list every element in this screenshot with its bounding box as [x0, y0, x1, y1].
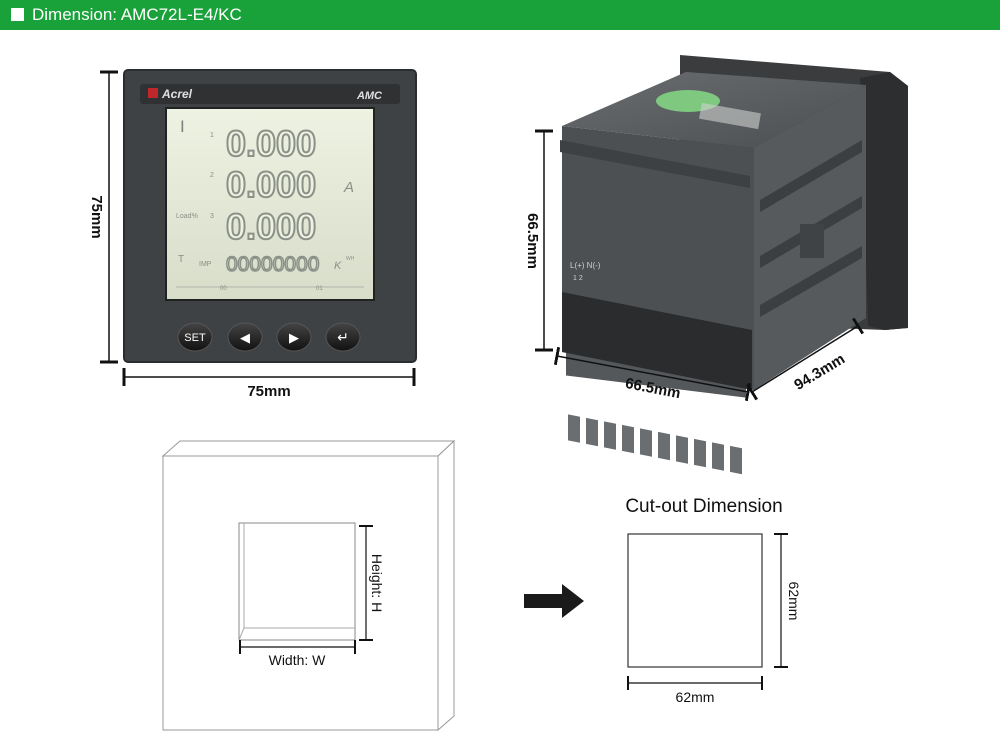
cutout-title: Cut-out Dimension [625, 496, 782, 517]
svg-text:IMP: IMP [199, 261, 212, 268]
unit-a: A [343, 179, 354, 196]
top-label-sticker [699, 102, 761, 130]
cutout-diagram: Cut-out Dimension 62mm 62mm [625, 496, 802, 705]
side-width-line [553, 346, 752, 402]
button-right[interactable]: ▶ [276, 322, 312, 352]
left-arrow-icon: ◀ [240, 330, 250, 345]
lcd-small-labels: Ⅰ 1 2 3 Load% T IMP [176, 119, 214, 268]
svg-text:3: 3 [210, 213, 214, 220]
unit-wh: WH [346, 256, 355, 262]
meter-brand-strip [140, 84, 400, 104]
unit-k: K [334, 260, 342, 272]
button-set[interactable]: SET [177, 322, 213, 352]
button-left[interactable]: ◀ [227, 322, 263, 352]
reading-line-3: 0.000 [226, 206, 316, 247]
panel-width-label: Width: W [269, 652, 327, 668]
svg-text:T: T [178, 254, 184, 265]
lcd-readings: 0.000 0.000 0.000 [225, 122, 317, 248]
panel-cutout-hole [238, 522, 356, 641]
cutout-height-label: 62mm [786, 582, 802, 621]
front-view: Acrel AMC Ⅰ 1 2 3 Load% T IMP 0.000 0.00… [88, 69, 417, 400]
header-square-icon [11, 8, 24, 21]
svg-text:Ⅰ: Ⅰ [180, 119, 185, 136]
brand-label: Acrel [161, 87, 193, 101]
header-bar: Dimension: AMC72L-E4/KC [0, 0, 1000, 30]
panel-diagram: Height: H Width: W [161, 439, 456, 732]
svg-text:Load%: Load% [176, 213, 198, 220]
reading-line-1: 0.000 [226, 123, 316, 164]
front-height-label: 75mm [88, 195, 105, 238]
enter-icon: ↵ [337, 329, 349, 345]
button-enter[interactable]: ↵ [325, 322, 361, 352]
reading-line-2: 0.000 [226, 164, 316, 205]
lcd-screen [165, 107, 375, 301]
terminal-screws [568, 414, 742, 475]
side-height-label: 66.5mm [524, 213, 541, 269]
right-arrow-icon: ▶ [289, 330, 299, 345]
page-title: Dimension: AMC72L-E4/KC [32, 5, 242, 24]
energy-reading: 00000000 [226, 253, 319, 276]
terminal-nums: 1 2 [573, 275, 583, 282]
button-set-label: SET [184, 332, 206, 344]
acrel-logo-icon [148, 88, 158, 98]
cutout-square [627, 533, 763, 668]
tariff-left: 00 [220, 286, 227, 292]
right-arrow-icon [524, 584, 584, 618]
meter-side-ribs [760, 140, 862, 317]
side-view: CE L(+) N(-) 1 2 66 [524, 55, 908, 475]
svg-text:1: 1 [210, 132, 214, 139]
side-depth-line [745, 317, 865, 401]
cutout-width-label: 62mm [676, 689, 715, 705]
front-width-label: 75mm [247, 383, 290, 400]
svg-text:2: 2 [210, 172, 214, 179]
terminal-text: L(+) N(-) [570, 261, 601, 270]
tariff-right: 01 [316, 286, 323, 292]
panel-height-label: Height: H [369, 554, 385, 612]
model-label: AMC [356, 90, 383, 102]
